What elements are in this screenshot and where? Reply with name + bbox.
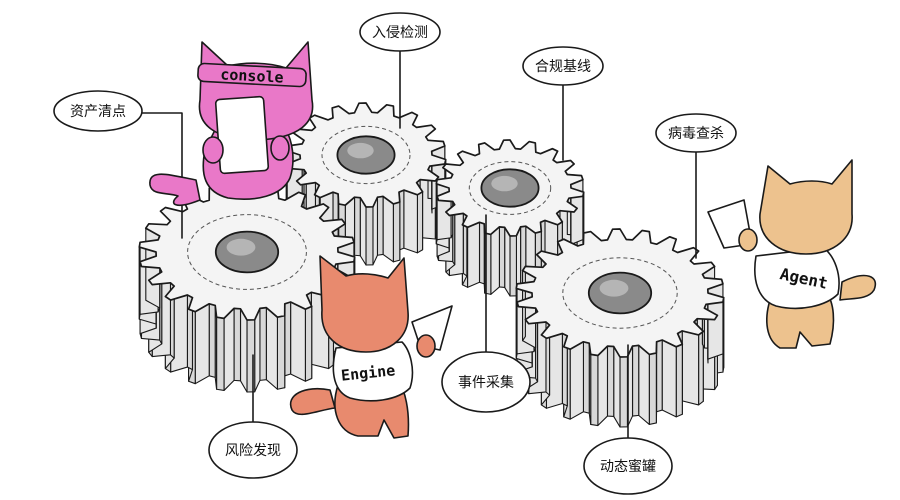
label-asset-inventory-text: 资产清点 xyxy=(70,104,126,120)
gear-virus-scan-side xyxy=(515,265,725,428)
engine-cat-tail xyxy=(289,387,336,416)
console-cat-paw xyxy=(202,136,224,164)
label-bubbles: 入侵检测 合规基线 资产清点 病毒查杀 事件采集 风险发现 动态蜜罐 xyxy=(53,12,737,495)
console-headband-text: console xyxy=(220,65,284,86)
label-asset-inventory: 资产清点 xyxy=(53,90,143,132)
label-risk-discovery-text: 风险发现 xyxy=(225,443,281,459)
gear-intrusion-detection-ring xyxy=(321,125,411,185)
gear-asset-inventory-hole-shine xyxy=(226,238,256,256)
agent-cat-paw xyxy=(738,228,758,252)
gear-virus-scan-hole-shine xyxy=(599,279,629,297)
gear-intrusion-detection-hole-shine xyxy=(347,142,374,159)
engine-cat-shirt xyxy=(332,341,414,402)
agent-cat-shirt xyxy=(754,247,840,310)
label-event-collection-text: 事件采集 xyxy=(458,374,514,391)
gear-compliance-baseline-ring xyxy=(468,161,552,215)
console-cat-tail xyxy=(149,173,201,207)
gear-compliance-baseline-hole-shine xyxy=(491,175,518,192)
label-intrusion-detection: 入侵检测 xyxy=(359,12,441,52)
engine-shirt-text: Engine xyxy=(340,361,396,385)
label-dynamic-honeypot: 动态蜜罐 xyxy=(583,437,673,495)
agent-cat-tail xyxy=(839,274,877,301)
console-cat-paw xyxy=(270,135,290,161)
console-headband xyxy=(197,62,307,88)
console-cat: console xyxy=(149,41,314,207)
label-compliance-baseline-text: 合规基线 xyxy=(535,58,591,75)
gear-asset-inventory-ring xyxy=(187,214,307,290)
label-risk-discovery: 风险发现 xyxy=(208,421,298,479)
label-virus-scan-text: 病毒查杀 xyxy=(668,126,724,142)
engine-cat-head xyxy=(319,255,409,353)
engine-cat: Engine xyxy=(289,255,453,439)
console-cat-paper xyxy=(214,95,270,175)
label-compliance-baseline: 合规基线 xyxy=(522,46,604,86)
agent-cat-head xyxy=(759,159,853,255)
label-intrusion-detection-text: 入侵检测 xyxy=(372,24,428,41)
label-event-collection: 事件采集 xyxy=(441,351,531,413)
agent-cat: Agent xyxy=(707,159,877,349)
gear-intrusion-detection xyxy=(285,102,447,266)
gear-virus-scan xyxy=(515,228,725,428)
label-dynamic-honeypot-text: 动态蜜罐 xyxy=(600,459,656,475)
gear-virus-scan-ring xyxy=(562,257,678,329)
label-virus-scan: 病毒查杀 xyxy=(655,113,737,153)
engine-cat-paw xyxy=(416,334,436,358)
